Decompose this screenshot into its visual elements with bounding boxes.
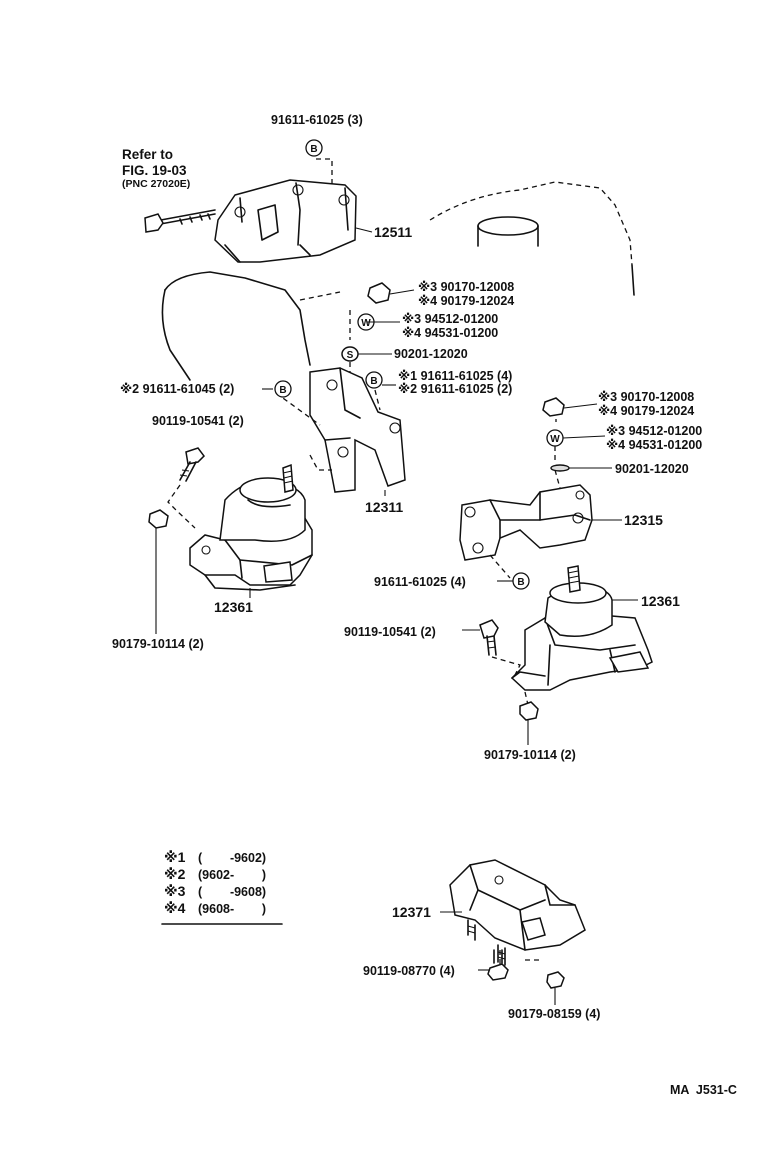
- bracket-12511[interactable]: [214, 179, 357, 263]
- svg-text:B: B: [310, 144, 317, 155]
- bolt-91611-61025-top[interactable]: [144, 209, 216, 233]
- legend-range-2: (9602- ): [198, 868, 266, 882]
- label-91611-61025-3: 91611-61025 (3): [271, 113, 363, 127]
- label-90179-12024-a: ※4 90179-12024: [418, 294, 514, 308]
- label-90201-12020-b: 90201-12020: [615, 462, 689, 476]
- nut-90179-10114-left[interactable]: [148, 509, 169, 529]
- legend-mark-3: ※3: [164, 883, 186, 899]
- label-91611-61025-4: ※1 91611-61025 (4): [398, 369, 512, 383]
- washer-symbol: W: [550, 434, 560, 445]
- label-12315: 12315: [624, 512, 663, 528]
- mount-12361-left[interactable]: [189, 463, 313, 591]
- refer-line-1: Refer to: [122, 147, 173, 162]
- bracket-12315[interactable]: [459, 484, 593, 561]
- label-90179-10114-right: 90179-10114 (2): [484, 748, 576, 762]
- label-94531-01200-a: ※4 94531-01200: [402, 326, 498, 340]
- washer-90201-12020-a[interactable]: S: [341, 346, 359, 362]
- b-circle-12315: B: [512, 572, 530, 590]
- mount-12371[interactable]: [449, 859, 586, 966]
- bolt-90119-08770[interactable]: [487, 949, 509, 981]
- legend-mark-2: ※2: [164, 866, 186, 882]
- nut-90179-10114-right[interactable]: [519, 701, 539, 721]
- mount-12361-right[interactable]: [510, 565, 653, 691]
- label-91611-61025-2: ※2 91611-61025 (2): [398, 382, 512, 396]
- svg-text:B: B: [279, 385, 286, 396]
- bolt-90119-10541-left[interactable]: [179, 447, 205, 482]
- label-94512-01200-b: ※3 94512-01200: [606, 424, 702, 438]
- label-90179-10114-left: 90179-10114 (2): [112, 637, 204, 651]
- label-90170-12008-b: ※3 90170-12008: [598, 390, 694, 404]
- refer-line-3: (PNC 27020E): [122, 178, 190, 190]
- label-12511: 12511: [374, 224, 412, 240]
- bolt-90119-10541-right[interactable]: [479, 619, 499, 656]
- label-90201-12020-a: 90201-12020: [394, 347, 468, 361]
- label-12311: 12311: [365, 499, 403, 515]
- label-90179-08159: 90179-08159 (4): [508, 1007, 600, 1021]
- washer-symbol: W: [361, 318, 371, 329]
- label-90119-08770: 90119-08770 (4): [363, 964, 455, 978]
- b-circle-12311-right: B: [365, 371, 383, 389]
- spacer-symbol: S: [347, 350, 354, 361]
- legend-mark-1: ※1: [164, 849, 186, 865]
- nut-90170-12008-a[interactable]: [367, 282, 391, 304]
- label-94531-01200-b: ※4 94531-01200: [606, 438, 702, 452]
- legend-range-3: ( -9608): [198, 885, 266, 899]
- svg-text:B: B: [517, 577, 524, 588]
- nut-90170-12008-b[interactable]: [542, 397, 565, 417]
- label-12371: 12371: [392, 904, 431, 920]
- bracket-12311[interactable]: [309, 367, 406, 493]
- legend-range-4: (9608- ): [198, 902, 266, 916]
- label-12361-left: 12361: [214, 599, 253, 615]
- refer-line-2: FIG. 19-03: [122, 163, 187, 178]
- part-labels: 91611-61025 (3) 12511 ※3 90170-12008 ※4 …: [112, 113, 702, 1021]
- label-90179-12024-b: ※4 90179-12024: [598, 404, 694, 418]
- engine-outline: [161, 181, 635, 381]
- figure-code: MA J531-C: [670, 1083, 737, 1097]
- legend: ※1 ( -9602) ※2 (9602- ) ※3 ( -9608) ※4 (…: [161, 849, 283, 925]
- b-circle-top: B: [305, 139, 323, 157]
- label-91611-61025-4b: 91611-61025 (4): [374, 575, 466, 589]
- label-90170-12008-a: ※3 90170-12008: [418, 280, 514, 294]
- nut-90179-08159[interactable]: [546, 971, 565, 989]
- legend-range-1: ( -9602): [198, 851, 266, 865]
- washer-94512-01200-a[interactable]: W: [357, 313, 375, 331]
- washer-90201-12020-b[interactable]: [550, 464, 570, 472]
- b-circle-12311-left: B: [274, 380, 292, 398]
- label-12361-right: 12361: [641, 593, 680, 609]
- washer-94512-01200-b[interactable]: W: [546, 429, 564, 447]
- label-90119-10541-left: 90119-10541 (2): [152, 414, 244, 428]
- legend-mark-4: ※4: [164, 900, 186, 916]
- label-91611-61045-2: ※2 91611-61045 (2): [120, 382, 234, 396]
- refer-note: Refer to FIG. 19-03 (PNC 27020E): [122, 147, 190, 190]
- leader-lines: [155, 227, 638, 1005]
- label-90119-10541-right: 90119-10541 (2): [344, 625, 436, 639]
- svg-text:B: B: [370, 376, 377, 387]
- label-94512-01200-a: ※3 94512-01200: [402, 312, 498, 326]
